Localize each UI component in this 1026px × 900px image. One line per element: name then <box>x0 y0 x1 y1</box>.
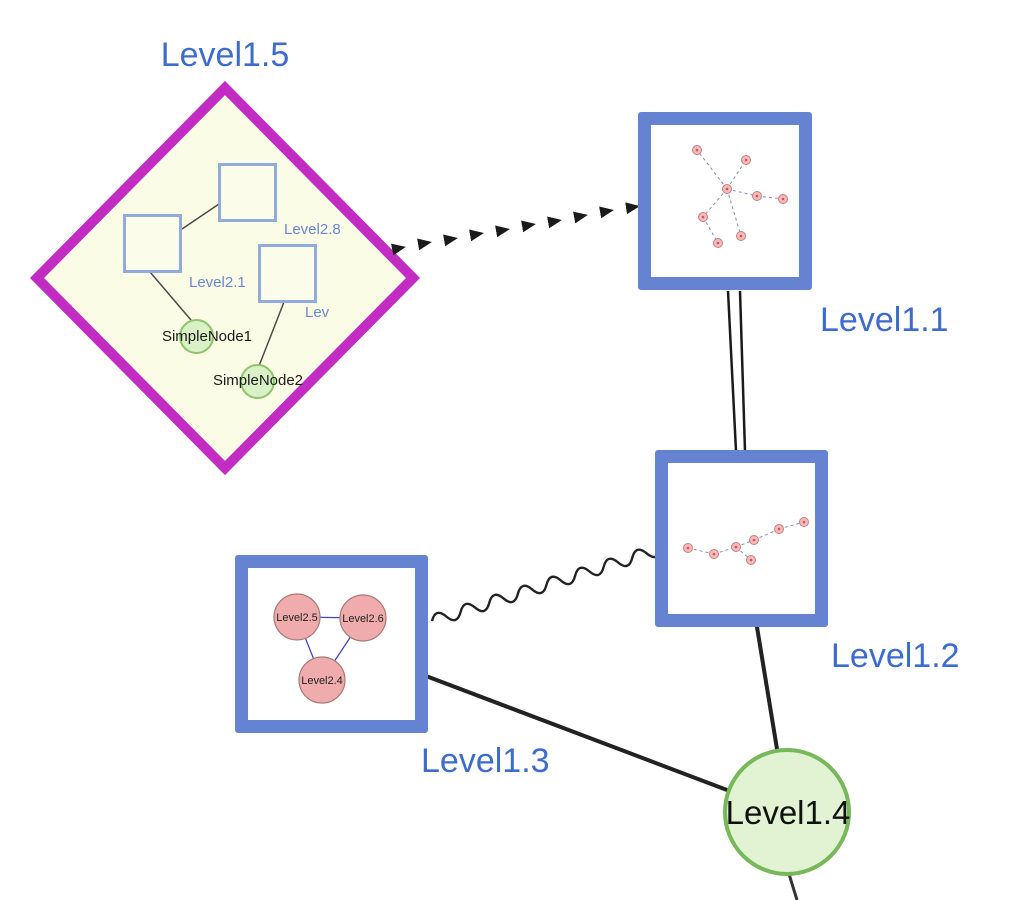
node-level2-8[interactable] <box>218 163 277 222</box>
edge-level2-1-to-simplenode1[interactable] <box>149 271 192 321</box>
label-level2-x: Lev <box>305 304 330 321</box>
node-level2-x[interactable] <box>258 244 317 303</box>
label-level2-4: Level2.4 <box>301 675 343 687</box>
subgraph-nodes[interactable] <box>692 145 788 248</box>
node-level1-4[interactable] <box>723 748 851 876</box>
subgraph-level1-2 <box>683 517 809 565</box>
label-simplenode2: SimpleNode2 <box>212 372 304 389</box>
label-simplenode1: SimpleNode1 <box>161 328 253 345</box>
node-level2-6[interactable] <box>339 594 387 642</box>
node-simplenode2[interactable] <box>240 364 275 399</box>
edge-level1-3-to-level1-2[interactable] <box>430 543 663 627</box>
subgraph-level1-1 <box>692 145 788 248</box>
node-level1-1[interactable] <box>638 112 812 290</box>
edge-level1-2-to-level1-4[interactable] <box>755 625 779 751</box>
edge-level1-1-to-level1-2[interactable] <box>726 290 747 452</box>
subgraph-edges <box>687 521 805 561</box>
label-level1-2: Level1.2 <box>831 637 960 675</box>
node-level1-5-diamond[interactable] <box>29 80 421 476</box>
subgraph-edges-level1-5[interactable] <box>149 203 285 367</box>
edge-level1-5-to-level1-1[interactable] <box>391 202 640 256</box>
subgraph-edges <box>696 149 784 244</box>
edge-level1-3-to-level1-4[interactable] <box>424 674 729 792</box>
label-level2-1: Level2.1 <box>189 274 246 291</box>
label-level1-4: Level1.4 <box>725 794 851 831</box>
node-level2-1[interactable] <box>123 214 182 273</box>
subgraph-level1-3: Level2.5 Level2.6 Level2.4 <box>273 593 387 704</box>
label-level2-5: Level2.5 <box>276 612 318 624</box>
edge-level1-4-down[interactable] <box>787 873 799 900</box>
node-level1-2[interactable] <box>655 450 828 627</box>
node-level1-3[interactable]: Level2.5 Level2.6 Level2.4 <box>235 555 428 733</box>
edge-lev-to-simplenode2[interactable] <box>258 301 285 367</box>
edge-level2-1-to-level2-8[interactable] <box>181 203 220 230</box>
label-level1-1: Level1.1 <box>820 301 949 339</box>
label-level2-6: Level2.6 <box>342 613 384 625</box>
node-level2-5[interactable] <box>273 593 321 641</box>
label-level1-5: Level1.5 <box>160 36 290 74</box>
node-level2-4[interactable] <box>298 656 346 704</box>
node-simplenode1[interactable] <box>179 319 214 354</box>
label-level1-3: Level1.3 <box>421 742 550 780</box>
label-level2-8: Level2.8 <box>284 221 341 238</box>
subgraph-nodes[interactable] <box>683 517 809 565</box>
